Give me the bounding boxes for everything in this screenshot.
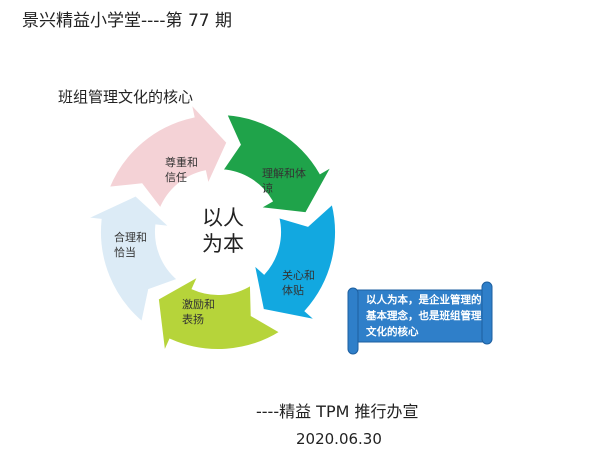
label-line: 表扬 [182,313,204,326]
date: 2020.06.30 [296,430,382,448]
cycle-arrow-understanding [220,113,335,215]
cycle-arrow-care [252,201,337,322]
scroll-roll-right [481,281,493,345]
label-line: 理解和体 [262,167,306,180]
cycle-arrow-encourage [156,273,283,357]
scroll-roll-left [347,287,359,355]
scroll-banner [347,281,493,355]
label-line: 合理和 [114,231,147,244]
label-line: 体贴 [282,284,304,297]
segment-label-care: 关心和体贴 [282,268,315,298]
callout-text: 以人为本，是企业管理的基本理念，也是班组管理文化的核心 [366,294,482,338]
center-label: 以人为本 [190,205,256,257]
page-title: 景兴精益小学堂----第 77 期 [22,11,232,31]
label-line: 激励和 [182,298,215,311]
label-line: 信任 [165,171,187,184]
label-line: 谅 [262,182,273,195]
segment-label-understanding: 理解和体谅 [262,166,306,196]
label-line: 关心和 [282,269,315,282]
segment-label-encourage: 激励和表扬 [182,297,215,327]
label-line: 恰当 [114,246,136,259]
cycle-arrow-respect [107,99,229,211]
center-line: 以人 [202,206,244,230]
label-line: 尊重和 [165,156,198,169]
segment-label-respect: 尊重和信任 [165,155,198,185]
segment-label-reasonable: 合理和恰当 [114,230,147,260]
footer-signature: ----精益 TPM 推行办宣 [256,402,419,421]
cycle-arrow-reasonable [83,194,181,325]
center-line: 为本 [202,232,244,256]
diagram-subtitle: 班组管理文化的核心 [58,88,194,106]
